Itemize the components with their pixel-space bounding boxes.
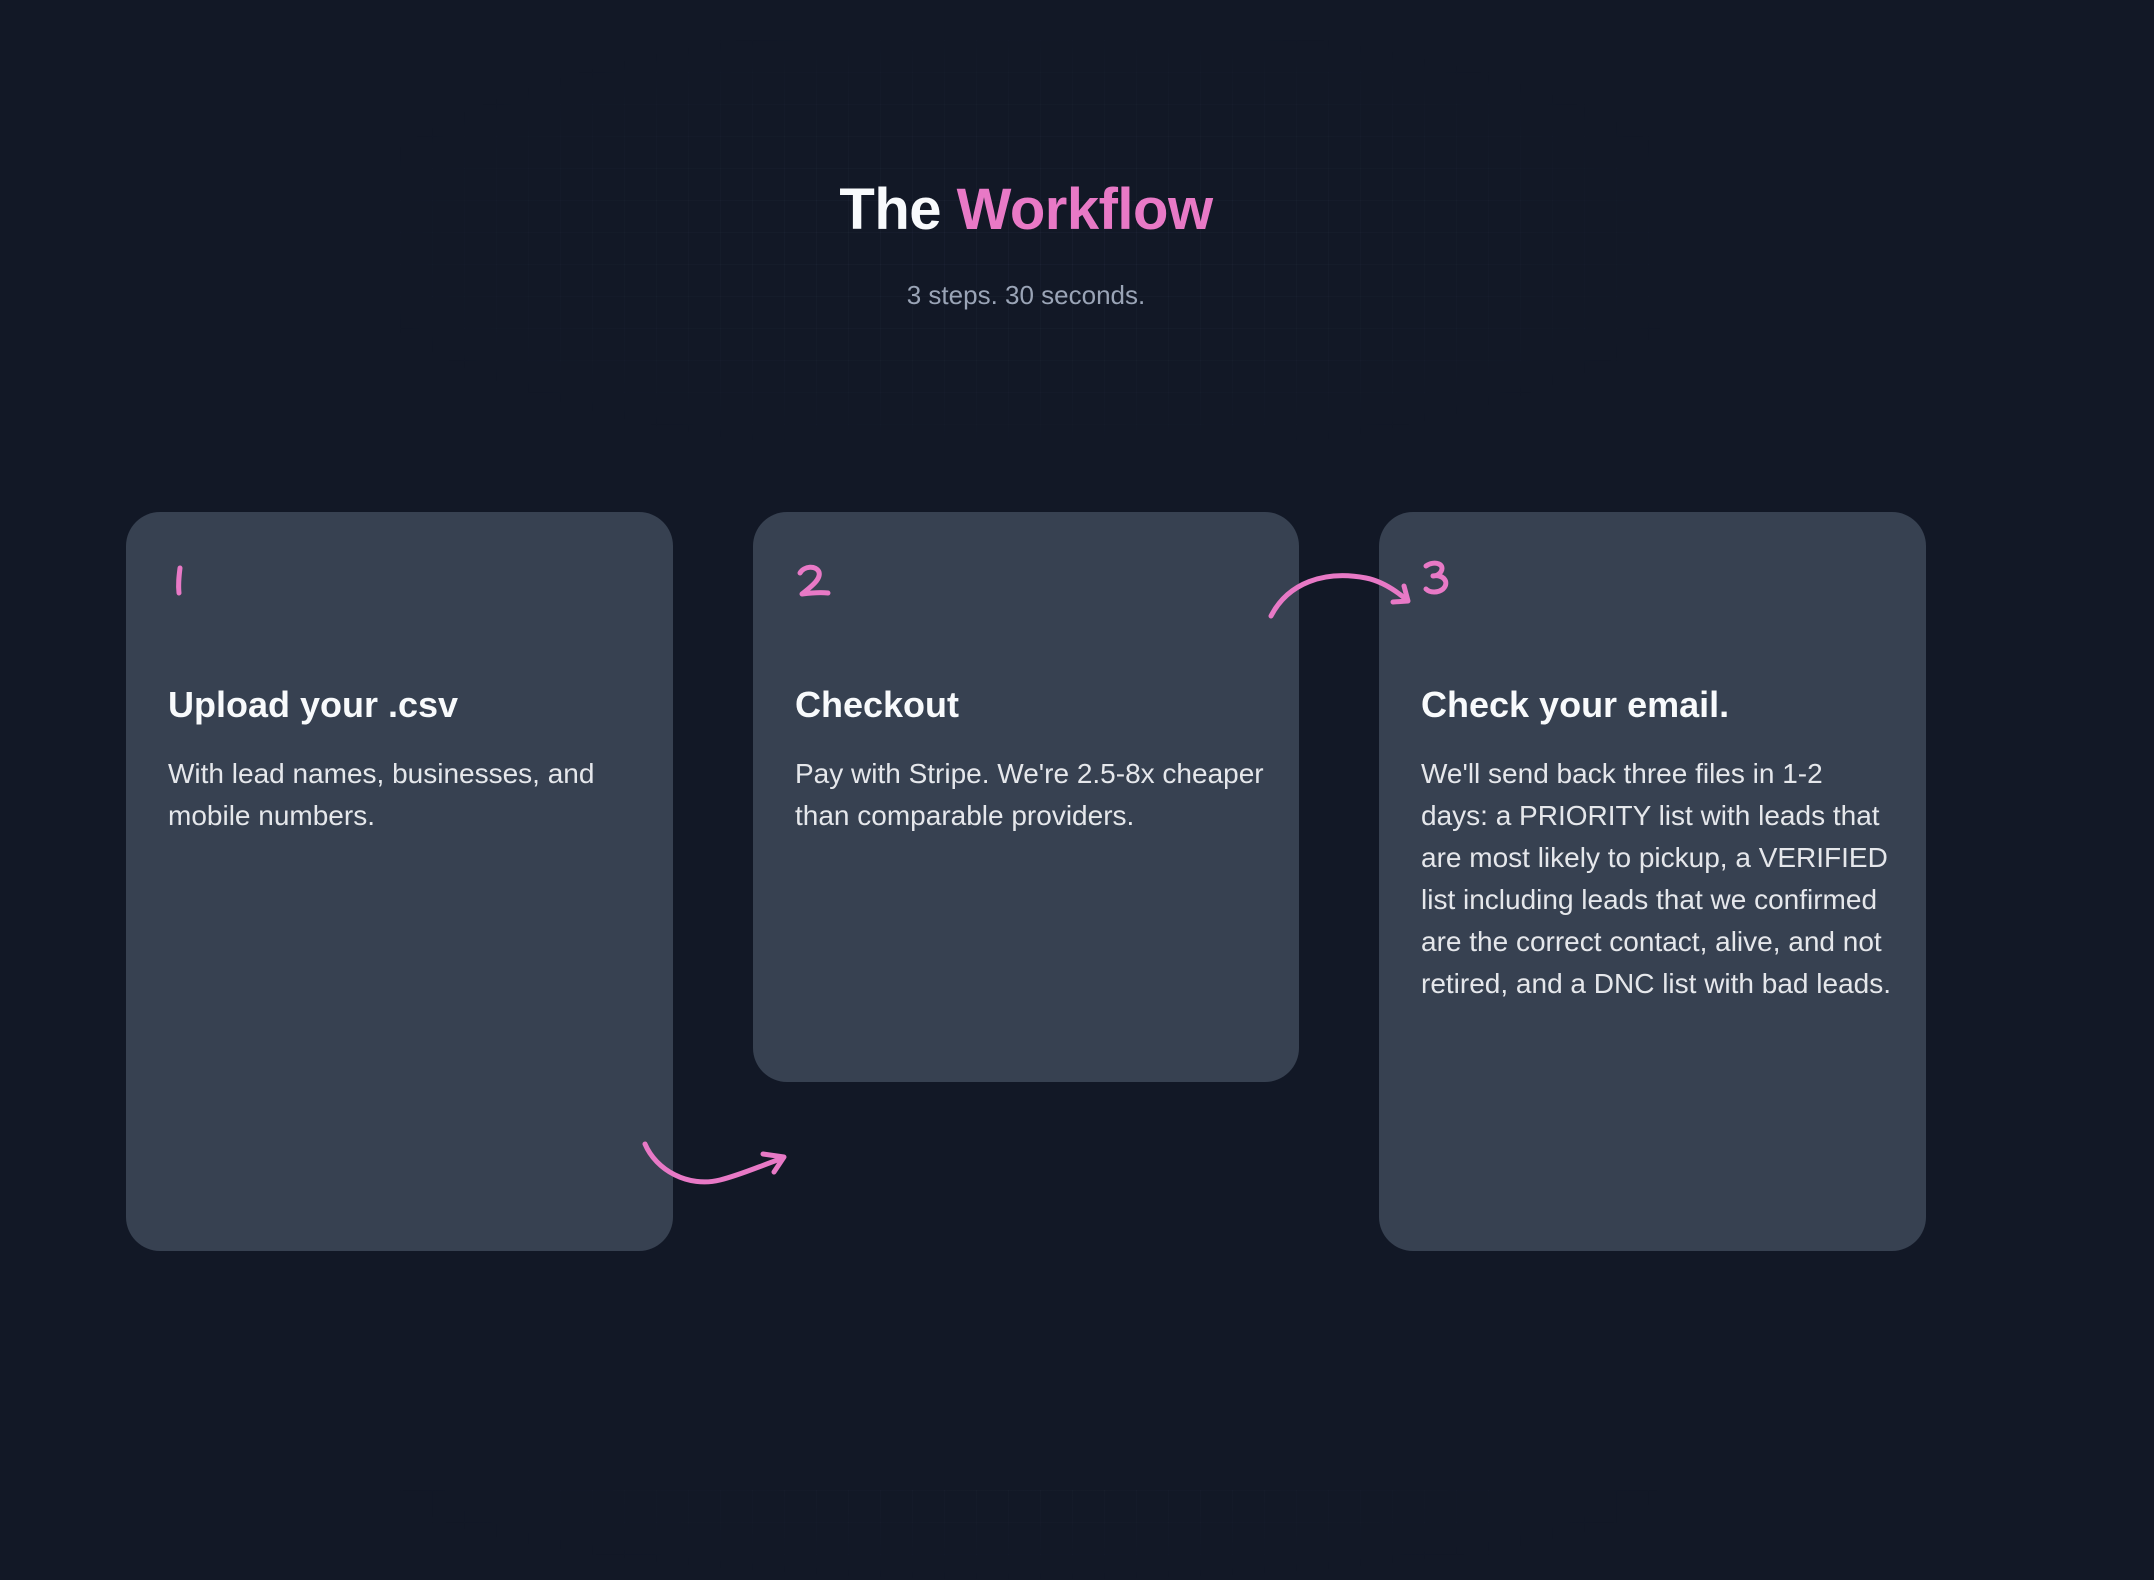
section-subtitle: 3 steps. 30 seconds. [906, 280, 1146, 310]
handwritten-two-icon [797, 564, 831, 597]
section-title: The Workflow [0, 170, 2052, 250]
step-description-1: With lead names, businesses, and mobile … [168, 758, 595, 831]
grid-background [400, 40, 1660, 440]
step-card-2: Checkout Pay with Stripe. We're 2.5-8x c… [753, 512, 1299, 1082]
step-title-3: Check your email. [1421, 684, 1730, 725]
step-card-3: Check your email. We'll send back three … [1379, 512, 1926, 1251]
step-card-1: Upload your .csv With lead names, busine… [126, 512, 673, 1251]
title-prefix: The [839, 177, 957, 242]
curved-arrow-icon [642, 1141, 787, 1185]
step-number-2 [795, 556, 855, 616]
curved-arrow-icon [1268, 573, 1411, 619]
grid-background-bottom [400, 1490, 1660, 1580]
step-number-3 [1421, 556, 1481, 616]
step-description-3: We'll send back three files in 1-2 days:… [1421, 758, 1891, 999]
step-title-1: Upload your .csv [168, 684, 459, 725]
step-description-2: Pay with Stripe. We're 2.5-8x cheaper th… [795, 758, 1264, 831]
step-number-1 [168, 556, 228, 616]
title-accent: Workflow [956, 177, 1213, 242]
section-header: The Workflow 3 steps. 30 seconds. [0, 170, 2052, 312]
handwritten-three-icon [1423, 560, 1449, 595]
handwritten-one-icon [176, 565, 183, 596]
step-title-2: Checkout [795, 684, 960, 725]
